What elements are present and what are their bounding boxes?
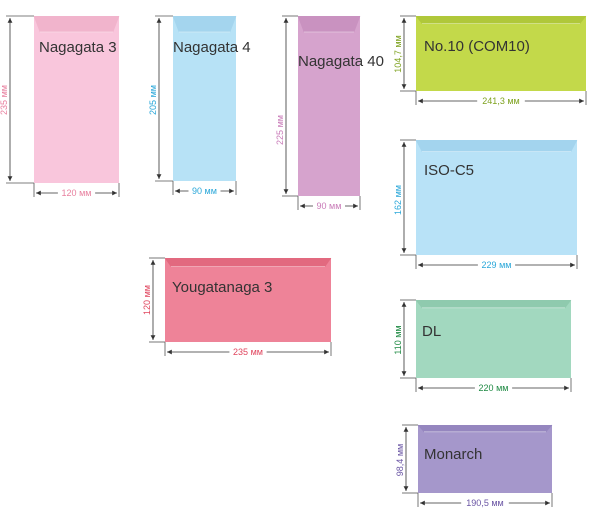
envelope-nagagata-40: Nagagata 40 225 мм 90 мм — [275, 15, 384, 211]
width-label: 190,5 мм — [466, 498, 503, 508]
envelope-flap — [415, 139, 578, 152]
envelope-body — [416, 16, 586, 91]
envelope-body — [173, 16, 236, 181]
envelope-body — [416, 140, 577, 255]
height-label: 120 мм — [142, 285, 152, 315]
width-label: 229 мм — [482, 260, 512, 270]
width-label: 241,3 мм — [482, 96, 519, 106]
height-label: 104,7 мм — [393, 35, 403, 72]
envelope-body — [416, 300, 571, 378]
envelope-no10-com10: No.10 (COM10) 104,7 мм 241,3 мм — [393, 15, 587, 106]
envelope-name: ISO-C5 — [424, 162, 474, 179]
envelope-monarch: Monarch 98,4 мм 190,5 мм — [395, 424, 553, 508]
envelope-nagagata-4: Nagagata 4 205 мм 90 мм — [148, 15, 251, 196]
envelope-flap — [33, 15, 120, 33]
envelope-name: Nagagata 3 — [39, 39, 117, 56]
width-label: 90 мм — [317, 201, 342, 211]
height-label: 235 мм — [0, 85, 9, 115]
width-label: 235 мм — [233, 347, 263, 357]
envelope-name: No.10 (COM10) — [424, 38, 530, 55]
envelope-body — [298, 16, 360, 196]
height-label: 225 мм — [275, 115, 285, 145]
envelope-body — [34, 16, 119, 183]
envelope-name: Yougatanaga 3 — [172, 279, 272, 296]
width-label: 120 мм — [62, 188, 92, 198]
envelope-nagagata-3: Nagagata 3 235 мм 120 мм — [0, 15, 120, 198]
envelope-dl: DL 110 мм 220 мм — [393, 299, 572, 393]
height-label: 110 мм — [393, 325, 403, 354]
height-label: 205 мм — [148, 85, 158, 115]
envelope-name: Monarch — [424, 446, 482, 463]
width-label: 220 мм — [479, 383, 509, 393]
envelope-body — [418, 425, 552, 493]
envelope-name: DL — [422, 323, 441, 340]
envelope-flap — [172, 15, 237, 33]
envelope-body — [165, 258, 331, 342]
envelope-flap — [415, 15, 587, 24]
envelope-flap — [417, 424, 553, 433]
envelope-name: Nagagata 40 — [298, 53, 384, 70]
height-label: 98,4 мм — [395, 444, 405, 476]
envelope-flap — [164, 257, 332, 267]
envelope-flap — [415, 299, 572, 309]
envelope-iso-c5: ISO-C5 162 мм 229 мм — [393, 139, 578, 270]
envelope-name: Nagagata 4 — [173, 39, 251, 56]
envelope-flap — [297, 15, 361, 33]
envelope-yougatanaga-3: Yougatanaga 3 120 мм 235 мм — [142, 257, 332, 357]
height-label: 162 мм — [393, 185, 403, 215]
width-label: 90 мм — [192, 186, 217, 196]
